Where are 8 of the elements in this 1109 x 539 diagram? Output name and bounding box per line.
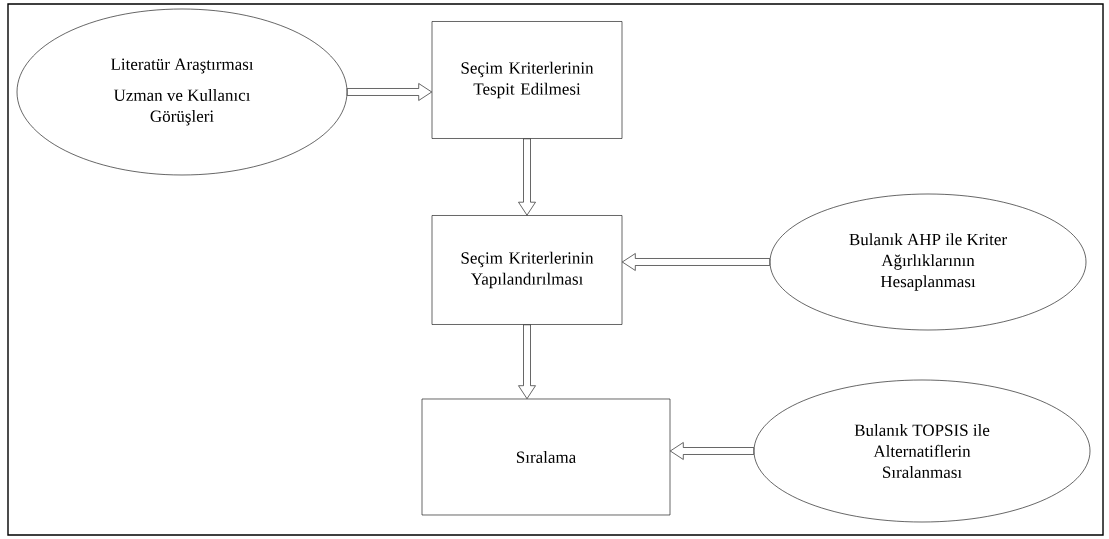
arrow xyxy=(622,253,770,271)
arrow xyxy=(670,442,754,460)
process-box: Seçim Kriterlerinin Tespit Edilmesi xyxy=(431,21,623,139)
arrow xyxy=(347,83,432,101)
arrow xyxy=(518,138,536,216)
process-box: Sıralama xyxy=(421,398,671,516)
process-box: Seçim Kriterlerinin Yapılandırılması xyxy=(431,215,623,325)
arrow xyxy=(518,324,536,399)
